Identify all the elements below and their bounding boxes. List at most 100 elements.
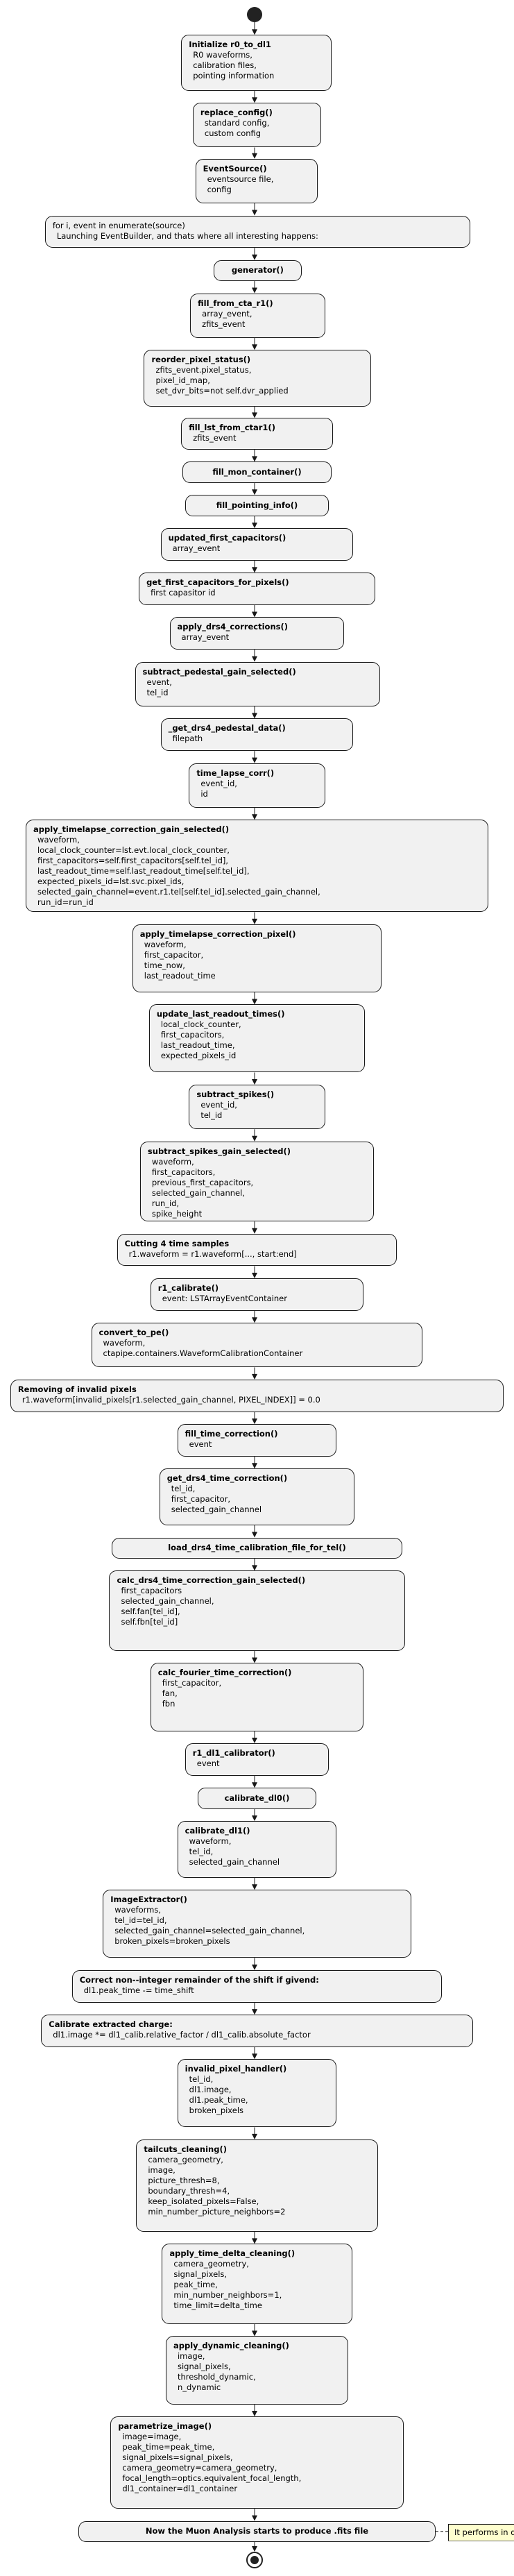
node-title: fill_mon_container()	[212, 467, 302, 477]
node-detail-line: tel_id	[200, 1110, 223, 1120]
node-title: subtract_spikes()	[196, 1090, 275, 1099]
arrow-18-head	[252, 1079, 257, 1085]
node-detail-line: fbn	[162, 1699, 175, 1709]
arrow-14-head	[252, 757, 257, 763]
arrow-21-head	[252, 1272, 257, 1278]
node-title: apply_dynamic_cleaning()	[173, 2341, 289, 2351]
node-title: Now the Muon Analysis starts to produce …	[145, 2526, 369, 2536]
arrow-26-head	[252, 1532, 257, 1538]
node-detail-line: image,	[148, 2164, 175, 2175]
arrow-3-head	[252, 254, 257, 260]
node-detail-line: event_id,	[200, 1100, 237, 1110]
node-detail-line: camera_geometry,	[148, 2154, 223, 2164]
node-title: parametrize_image()	[118, 2421, 212, 2432]
node-detail-line: standard config,	[204, 118, 270, 128]
node-detail-line: tel_id,	[189, 2074, 214, 2085]
arrow-40-head	[252, 2515, 257, 2521]
arrow-32-head	[252, 1884, 257, 1890]
node-tailcuts-cleaning: tailcuts_cleaning()camera_geometry,image…	[136, 2139, 378, 2232]
node-apply-timelapse-correction-pixel: apply_timelapse_correction_pixel()wavefo…	[132, 924, 382, 992]
arrow-10-head	[252, 567, 257, 573]
node-title: apply_drs4_corrections()	[177, 622, 288, 632]
node-detail-line: r1.waveform = r1.waveform[..., start:end…	[128, 1248, 297, 1259]
start-node	[247, 7, 262, 22]
node-detail-line: min_number_neighbors=1,	[173, 2290, 282, 2300]
arrow-2-head	[252, 210, 257, 216]
node-title: updated_first_capacitors()	[168, 533, 286, 543]
node-detail-line: last_readout_time	[144, 970, 216, 981]
node-detail-line: first_capacitor,	[162, 1678, 222, 1688]
node-title: _get_drs4_pedestal_data()	[168, 723, 286, 734]
node-parametrize-image: parametrize_image()image=image,peak_time…	[110, 2416, 404, 2509]
node-detail-line: set_dvr_bits=not self.dvr_applied	[155, 386, 289, 396]
node-detail-line: run_id=run_id	[37, 897, 94, 908]
node-detail-line: peak_time,	[173, 2280, 218, 2290]
node-title: calc_drs4_time_correction_gain_selected(…	[117, 1575, 306, 1586]
node-title: reorder_pixel_status()	[151, 355, 251, 365]
node-detail-line: image,	[177, 2351, 205, 2362]
node-detail-line: dl1.peak_time -= time_shift	[83, 1985, 194, 1995]
node-reorder-pixel-status: reorder_pixel_status()zfits_event.pixel_…	[144, 350, 372, 407]
node-detail-line: waveform,	[37, 835, 80, 845]
node-detail-line: peak_time=peak_time,	[122, 2442, 215, 2452]
node-title: Initialize r0_to_dl1	[189, 40, 271, 50]
node-title: tailcuts_cleaning()	[144, 2144, 227, 2154]
arrow-24-head	[252, 1418, 257, 1425]
node-detail-line: waveform,	[144, 939, 187, 949]
node-detail-line: image=image,	[122, 2432, 182, 2442]
arrow-31-head	[252, 1815, 257, 1822]
node-calibrate-dl1: calibrate_dl1()waveform,tel_id,selected_…	[177, 1821, 337, 1878]
node-title: calibrate_dl1()	[185, 1826, 250, 1836]
node-title: get_drs4_time_correction()	[166, 1473, 288, 1484]
arrow-38-head	[252, 2330, 257, 2337]
node-detail-line: calibration files,	[193, 60, 257, 71]
arrow-28-head	[252, 1657, 257, 1663]
end-node	[246, 2552, 263, 2568]
node-detail-line: threshold_dynamic,	[177, 2372, 256, 2382]
node-muon-analysis: Now the Muon Analysis starts to produce …	[78, 2520, 436, 2542]
node-detail-line: tel_id	[146, 687, 169, 697]
node-detail-line: selected_gain_channel=event.r1.tel[self.…	[37, 887, 320, 897]
node-correct-non-integer-remainder: Correct non--integer remainder of the sh…	[71, 1969, 443, 2003]
node-event-loop: for i, event in enumerate(source)Launchi…	[44, 215, 470, 248]
node-detail-line: local_clock_counter=lst.evt.local_clock_…	[37, 845, 230, 856]
arrow-27-head	[252, 1565, 257, 1571]
node-detail-line: event	[196, 1759, 220, 1769]
node-title: subtract_spikes_gain_selected()	[147, 1146, 291, 1156]
node-detail-line: signal_pixels=signal_pixels,	[122, 2452, 233, 2463]
node-title: fill_lst_from_ctar1()	[189, 423, 275, 433]
node-title: Cutting 4 time samples	[124, 1238, 230, 1248]
node-detail-line: self.fan[tel_id],	[121, 1607, 180, 1617]
arrow-15-head	[252, 814, 257, 820]
node-fill-pointing-info: fill_pointing_info()	[185, 495, 329, 516]
node-detail-line: expected_pixels_id	[160, 1051, 237, 1061]
node-detail-line: selected_gain_channel	[171, 1505, 262, 1515]
node-title: apply_timelapse_correction_gain_selected…	[33, 824, 230, 835]
node-replace-config: replace_config()standard config,custom c…	[192, 103, 322, 148]
node-detail-line: time_limit=delta_time	[173, 2300, 262, 2311]
node-detail-line: selected_gain_channel,	[151, 1187, 245, 1198]
arrow-12-head	[252, 656, 257, 662]
node-detail-line: signal_pixels,	[177, 2362, 231, 2372]
node-detail-line: waveform,	[103, 1338, 146, 1348]
node-r1-dl1-calibrator: r1_dl1_calibrator()event	[185, 1743, 329, 1776]
arrow-16-head	[252, 918, 257, 924]
node-calc-drs4-time-correction-gain-selected: calc_drs4_time_correction_gain_selected(…	[109, 1570, 405, 1651]
node-title: generator()	[231, 265, 284, 276]
node-r1-calibrate: r1_calibrate()event: LSTArrayEventContai…	[150, 1278, 364, 1311]
arrow-33-head	[252, 1964, 257, 1970]
node-title: apply_time_delta_cleaning()	[169, 2248, 295, 2259]
node-detail-line: dl1.image,	[189, 2085, 232, 2095]
node-detail-line: broken_pixels=broken_pixels	[114, 1936, 230, 1947]
node-calibrate-dl0: calibrate_dl0()	[198, 1788, 316, 1809]
node-detail-line: self.fbn[tel_id]	[121, 1617, 178, 1627]
node-title: convert_to_pe()	[98, 1328, 169, 1338]
node-generator: generator()	[213, 260, 302, 282]
node-detail-line: first_capacitor,	[171, 1494, 231, 1505]
node-detail-line: r1.waveform[invalid_pixels[r1.selected_g…	[22, 1394, 320, 1405]
node-detail-line: array_event	[181, 632, 230, 643]
arrow-36-head	[252, 2133, 257, 2139]
node-fill-lst-from-ctar1: fill_lst_from_ctar1()zfits_event	[181, 418, 333, 450]
